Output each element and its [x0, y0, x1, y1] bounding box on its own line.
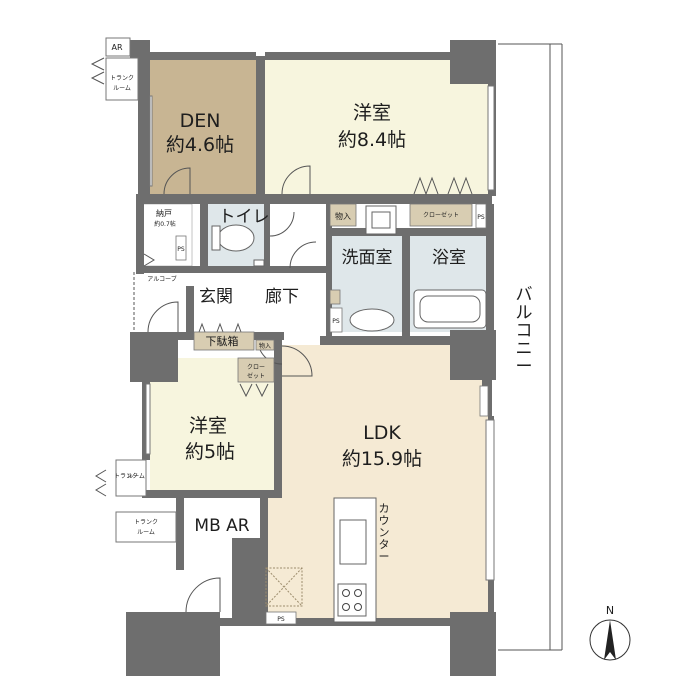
- den-size: 約4.6帖: [166, 134, 234, 156]
- trunk-room-label-2: トランク ルーム: [114, 473, 145, 480]
- svg-text:トランク: トランク: [110, 75, 134, 82]
- fixtures: [211, 205, 487, 623]
- alcove-label: アルコーブ: [147, 275, 176, 283]
- trunk-room-label-1: トランク ルーム: [110, 75, 134, 92]
- stove: [337, 583, 367, 617]
- trunk-rooms: [105, 57, 177, 543]
- compass-icon: [589, 619, 631, 661]
- svg-text:トランク: トランク: [134, 519, 158, 526]
- entrance-label: 玄関: [199, 287, 233, 307]
- ps-label-1: PS: [477, 214, 485, 221]
- ps-label-3: PS: [277, 616, 285, 623]
- bath-label: 浴室: [432, 248, 466, 268]
- ar-box: [105, 37, 131, 57]
- windows: [145, 85, 495, 581]
- closet-label: クローゼット: [423, 211, 459, 219]
- burners: [342, 589, 362, 611]
- door-swings: [147, 165, 317, 613]
- svg-text:トランク: トランク: [114, 473, 138, 480]
- nando-label: 納戸: [156, 208, 172, 218]
- mbar-label: MB AR: [194, 516, 249, 536]
- storages: [193, 203, 473, 383]
- kitchen-sink: [339, 519, 367, 565]
- ldk-floor: [266, 345, 490, 620]
- svg-text:ルーム: ルーム: [127, 473, 145, 480]
- hallway-label: 廊下: [265, 287, 299, 307]
- fridge-space: [265, 567, 303, 607]
- ldk-label: LDK: [363, 422, 401, 444]
- western2-label: 洋室: [189, 415, 227, 437]
- ps-boxes: [175, 203, 489, 625]
- svg-text:ゼット: ゼット: [247, 372, 265, 380]
- ps-label-4: PS: [177, 246, 185, 253]
- ps-label-2: PS: [332, 318, 340, 325]
- washroom-label: 洗面室: [342, 248, 393, 268]
- nando-size: 約0.7帖: [154, 220, 176, 228]
- den-label: DEN: [180, 110, 221, 132]
- western2-size: 約5帖: [185, 441, 235, 463]
- ldk-size: 約15.9帖: [342, 448, 422, 470]
- western1-size: 約8.4帖: [338, 129, 406, 151]
- wash-basin: [349, 308, 395, 332]
- toilet-bowl: [217, 224, 255, 252]
- svg-text:ルーム: ルーム: [137, 529, 155, 536]
- north-label: N: [606, 604, 614, 617]
- svg-text:ルーム: ルーム: [113, 85, 131, 92]
- balcony-outline: [498, 43, 563, 651]
- ar-label: AR: [111, 43, 122, 52]
- den-floor: [150, 60, 256, 194]
- svg-text:クロー: クロー: [247, 364, 265, 371]
- closet-v-label: クロー ゼット: [247, 364, 265, 380]
- storage-label-1: 物入: [335, 211, 351, 221]
- western1-label: 洋室: [353, 102, 391, 124]
- counter-label: カウンター: [379, 502, 390, 563]
- trunk-room-label-3: トランク ルーム: [134, 519, 158, 536]
- shoebox-label: 下駄箱: [206, 334, 239, 348]
- storage-label-2: 物入: [259, 342, 271, 350]
- toilet-label: トイレ: [219, 207, 270, 227]
- balcony-label: バルコニー: [516, 285, 533, 377]
